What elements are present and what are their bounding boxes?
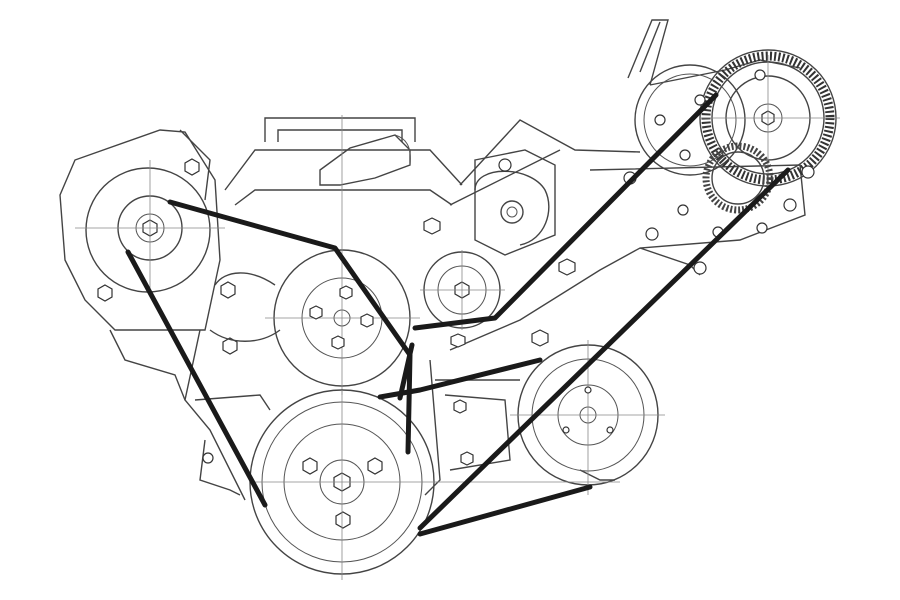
supercharger-belt [412, 92, 791, 537]
idler-pulley [420, 250, 505, 330]
left-belt [125, 199, 543, 508]
accessory-bracket [423, 149, 768, 348]
crankshaft-pulley [202, 389, 620, 580]
alternator-pulley [453, 340, 665, 495]
supercharger [627, 19, 840, 214]
water-pump-pulley [209, 115, 420, 395]
power-steering-pulley [75, 158, 238, 355]
